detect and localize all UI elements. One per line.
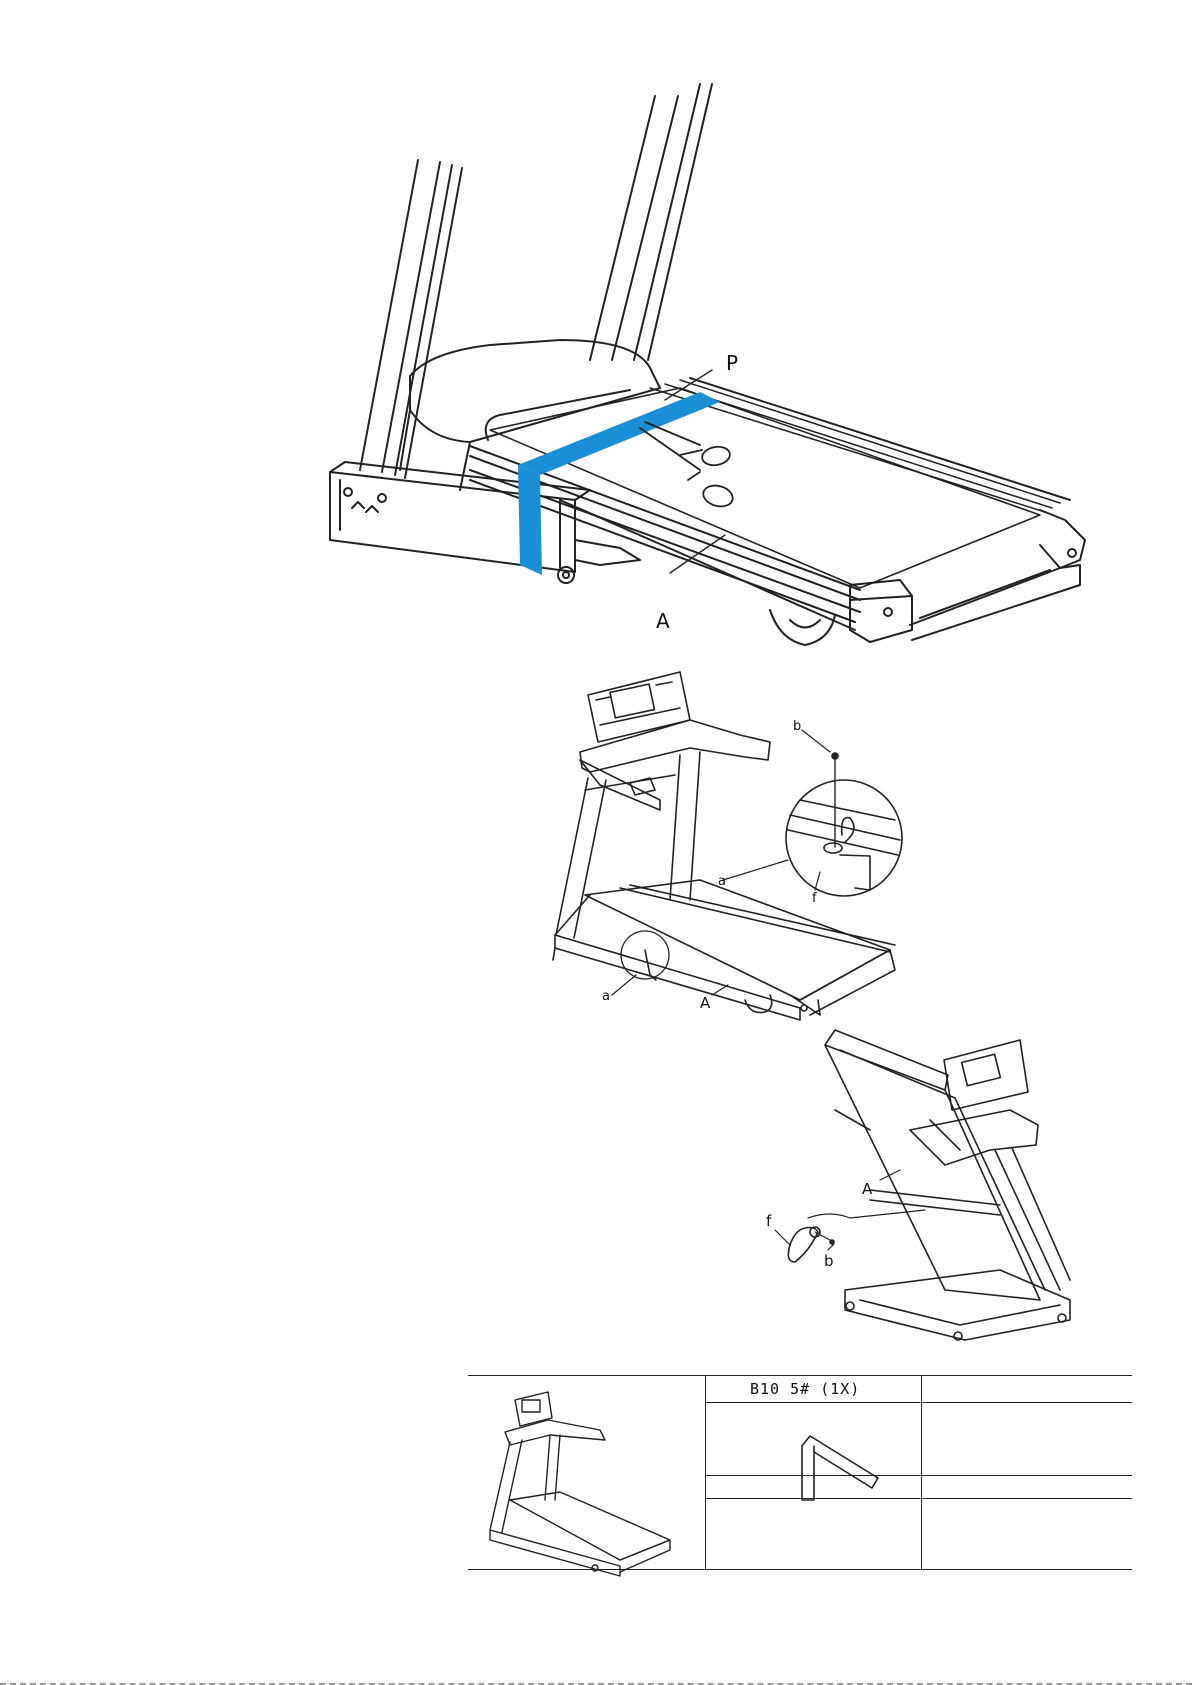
table-row-divider: [706, 1498, 1132, 1499]
figure2-treadmill: [553, 672, 902, 1020]
label-frame-a-fig1: A: [656, 609, 670, 633]
tool-label: B10 5# (1X): [750, 1380, 860, 1398]
label-part-a-detail-fig2: a: [718, 874, 726, 889]
table-column-divider: [921, 1376, 922, 1569]
label-frame-a-fig3: A: [862, 1180, 873, 1198]
figure-labels: P A b a f a A A f b: [602, 351, 873, 1270]
label-part-f-fig3: f: [766, 1212, 772, 1230]
table-column-divider: [705, 1376, 706, 1569]
scissors-icon: [640, 422, 735, 510]
label-tape-p: P: [726, 351, 738, 375]
figure3-treadmill-folded: [775, 1030, 1070, 1340]
label-bolt-b-fig3: b: [824, 1252, 834, 1270]
label-part-f-fig2: f: [812, 891, 817, 906]
label-bolt-b-fig2: b: [793, 719, 801, 734]
label-part-a-fig2: a: [602, 989, 610, 1004]
table-row-divider: [706, 1402, 1132, 1403]
label-frame-a-fig2: A: [700, 994, 711, 1012]
parts-table: B10 5# (1X): [468, 1375, 1132, 1570]
figure1-treadmill: [330, 84, 1085, 645]
table-row-divider: [706, 1475, 1132, 1476]
